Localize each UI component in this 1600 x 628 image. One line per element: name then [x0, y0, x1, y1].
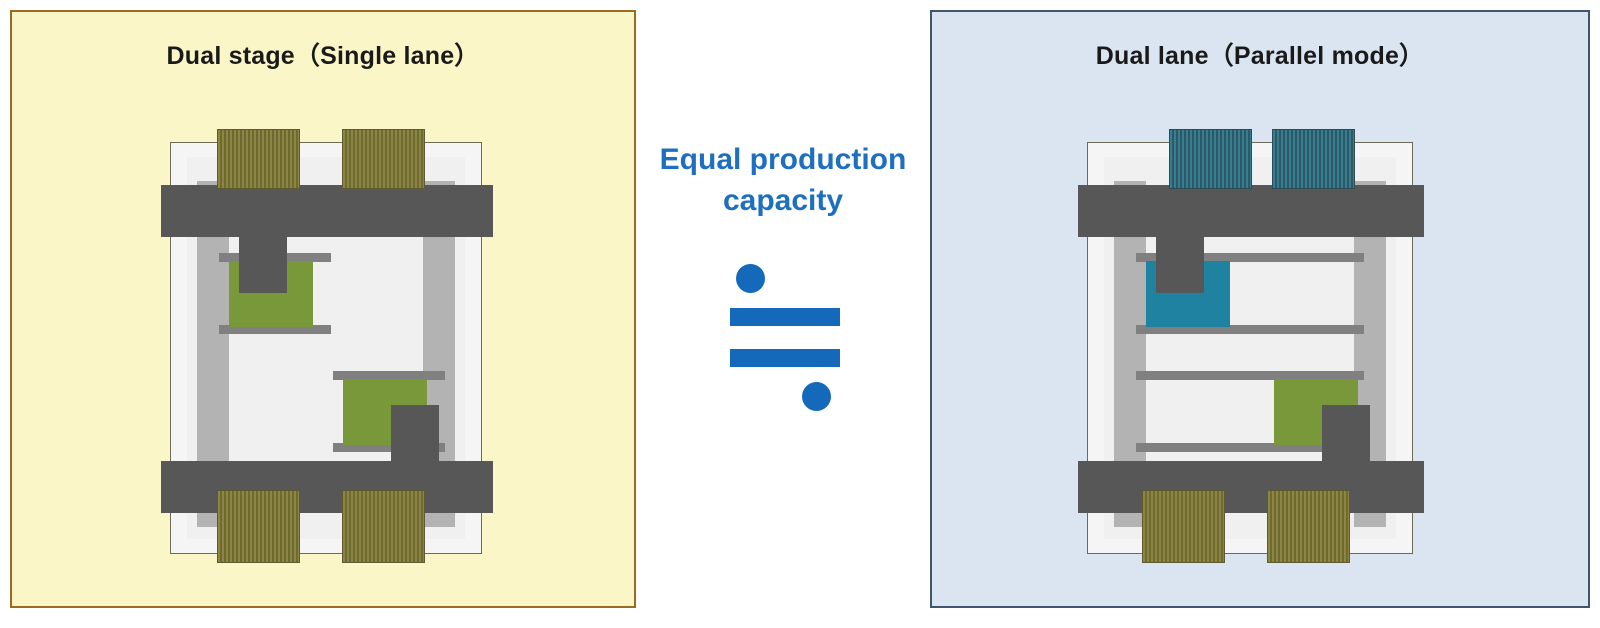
equals-dot-top: [736, 264, 765, 293]
panel-dual-lane: Dual lane（Parallel mode）: [930, 10, 1590, 608]
equals-dot-bottom: [802, 382, 831, 411]
panel-left-title: Dual stage（Single lane）: [166, 42, 480, 70]
stage-block-bottom-2: [1267, 490, 1350, 563]
gantry-beam-bottom: [161, 461, 493, 513]
gantry-beam-top: [161, 185, 493, 237]
stage-block-top-2: [342, 129, 425, 189]
center-caption-line2: capacity: [722, 183, 844, 217]
rail-bottom-upper: [333, 371, 445, 380]
center-caption: Equal production capacity: [636, 140, 930, 221]
equals-bar-lower: [730, 349, 840, 367]
center-caption-line1: Equal production: [659, 143, 907, 176]
stage-block-bottom-1: [217, 490, 300, 563]
machine-left: [161, 142, 493, 554]
stage-block-bottom-1: [1142, 490, 1225, 563]
stage-block-bottom-2: [342, 490, 425, 563]
gantry-beam-bottom: [1078, 461, 1424, 513]
stage-block-top-1: [217, 129, 300, 189]
rail-top-lower: [219, 325, 331, 334]
center-equivalence: Equal production capacity: [636, 140, 930, 440]
rail-lane1-upper: [1136, 253, 1364, 262]
gantry-beam-top: [1078, 185, 1424, 237]
rail-lane2-lower: [1136, 443, 1364, 452]
machine-right: [1078, 142, 1424, 554]
equals-sign-icon: [718, 264, 848, 411]
rail-lane1-lower: [1136, 325, 1364, 334]
panel-right-title: Dual lane（Parallel mode）: [1095, 42, 1425, 70]
stage-block-top-2: [1272, 129, 1355, 189]
rail-bottom-lower: [333, 443, 445, 452]
panel-dual-stage: Dual stage（Single lane）: [10, 10, 636, 608]
rail-lane2-upper: [1136, 371, 1364, 380]
stage-block-top-1: [1169, 129, 1252, 189]
equals-bar-upper: [730, 308, 840, 326]
